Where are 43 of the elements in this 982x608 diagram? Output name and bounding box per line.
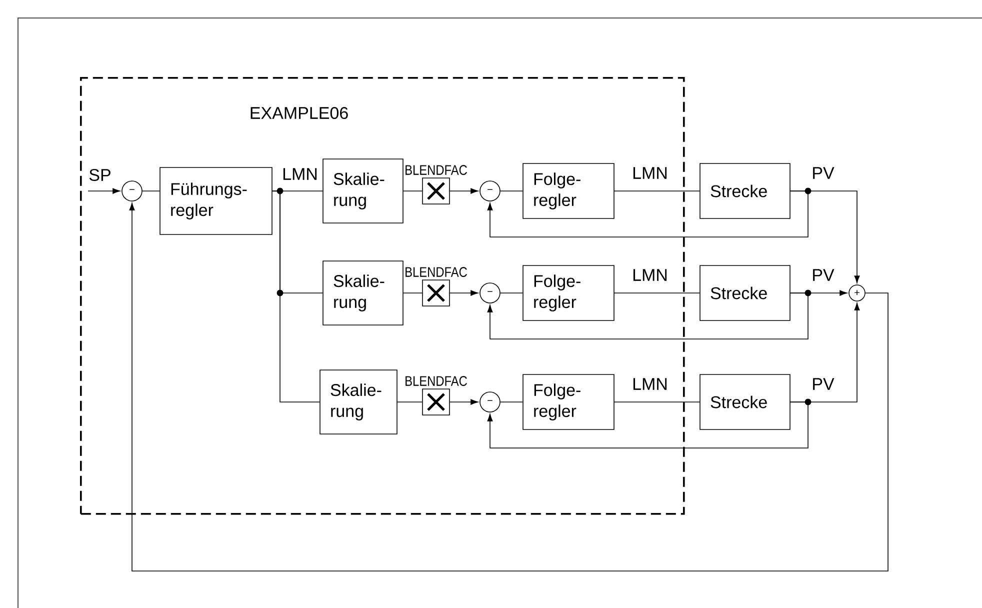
block-box: Führungs- regler bbox=[160, 167, 272, 235]
arrow bbox=[88, 188, 120, 194]
block-box: Skalie- rung bbox=[322, 260, 404, 326]
block-box: Strecke bbox=[700, 265, 790, 321]
block-box: Skalie- rung bbox=[322, 158, 404, 224]
block-box: Folge- regler bbox=[522, 265, 614, 321]
signal-label: BLENDFAC bbox=[406, 376, 467, 386]
signal-line bbox=[614, 292, 700, 294]
arrow bbox=[450, 399, 478, 405]
signal-label: LMN bbox=[633, 167, 667, 179]
arrow bbox=[129, 202, 888, 572]
arrow bbox=[487, 190, 808, 238]
signal-label: BLENDFAC bbox=[406, 267, 467, 277]
signal-line bbox=[403, 190, 422, 192]
signal-line bbox=[500, 190, 523, 192]
signal-line bbox=[272, 190, 320, 402]
summing-junction: − bbox=[480, 282, 500, 304]
summing-junction: − bbox=[480, 392, 500, 412]
signal-label: LMN bbox=[283, 168, 317, 180]
signal-line bbox=[142, 190, 160, 192]
signal-line bbox=[403, 292, 422, 294]
arrow bbox=[487, 402, 808, 448]
summing-junction: + bbox=[848, 284, 866, 302]
signal-label: BLENDFAC bbox=[406, 165, 467, 175]
block-box: Strecke bbox=[700, 163, 790, 219]
block-box: Strecke bbox=[700, 374, 790, 430]
signal-label: PV bbox=[813, 269, 834, 281]
summing-junction: − bbox=[122, 180, 142, 202]
signal-label: PV bbox=[813, 378, 834, 390]
summing-junction: − bbox=[480, 180, 500, 202]
arrow bbox=[487, 292, 808, 340]
block-box: Folge- regler bbox=[522, 163, 614, 219]
arrow bbox=[450, 188, 478, 194]
signal-line bbox=[614, 190, 700, 192]
frame-title: EXAMPLE06 bbox=[250, 106, 348, 120]
arrow bbox=[450, 290, 478, 296]
signal-label: LMN bbox=[633, 269, 667, 281]
signal-label: LMN bbox=[633, 378, 667, 390]
block-box: Folge- regler bbox=[522, 374, 614, 430]
block-box: Skalie- rung bbox=[320, 370, 398, 434]
signal-label: PV bbox=[813, 167, 834, 179]
signal-label: SP bbox=[89, 168, 110, 182]
signal-line bbox=[500, 292, 523, 294]
